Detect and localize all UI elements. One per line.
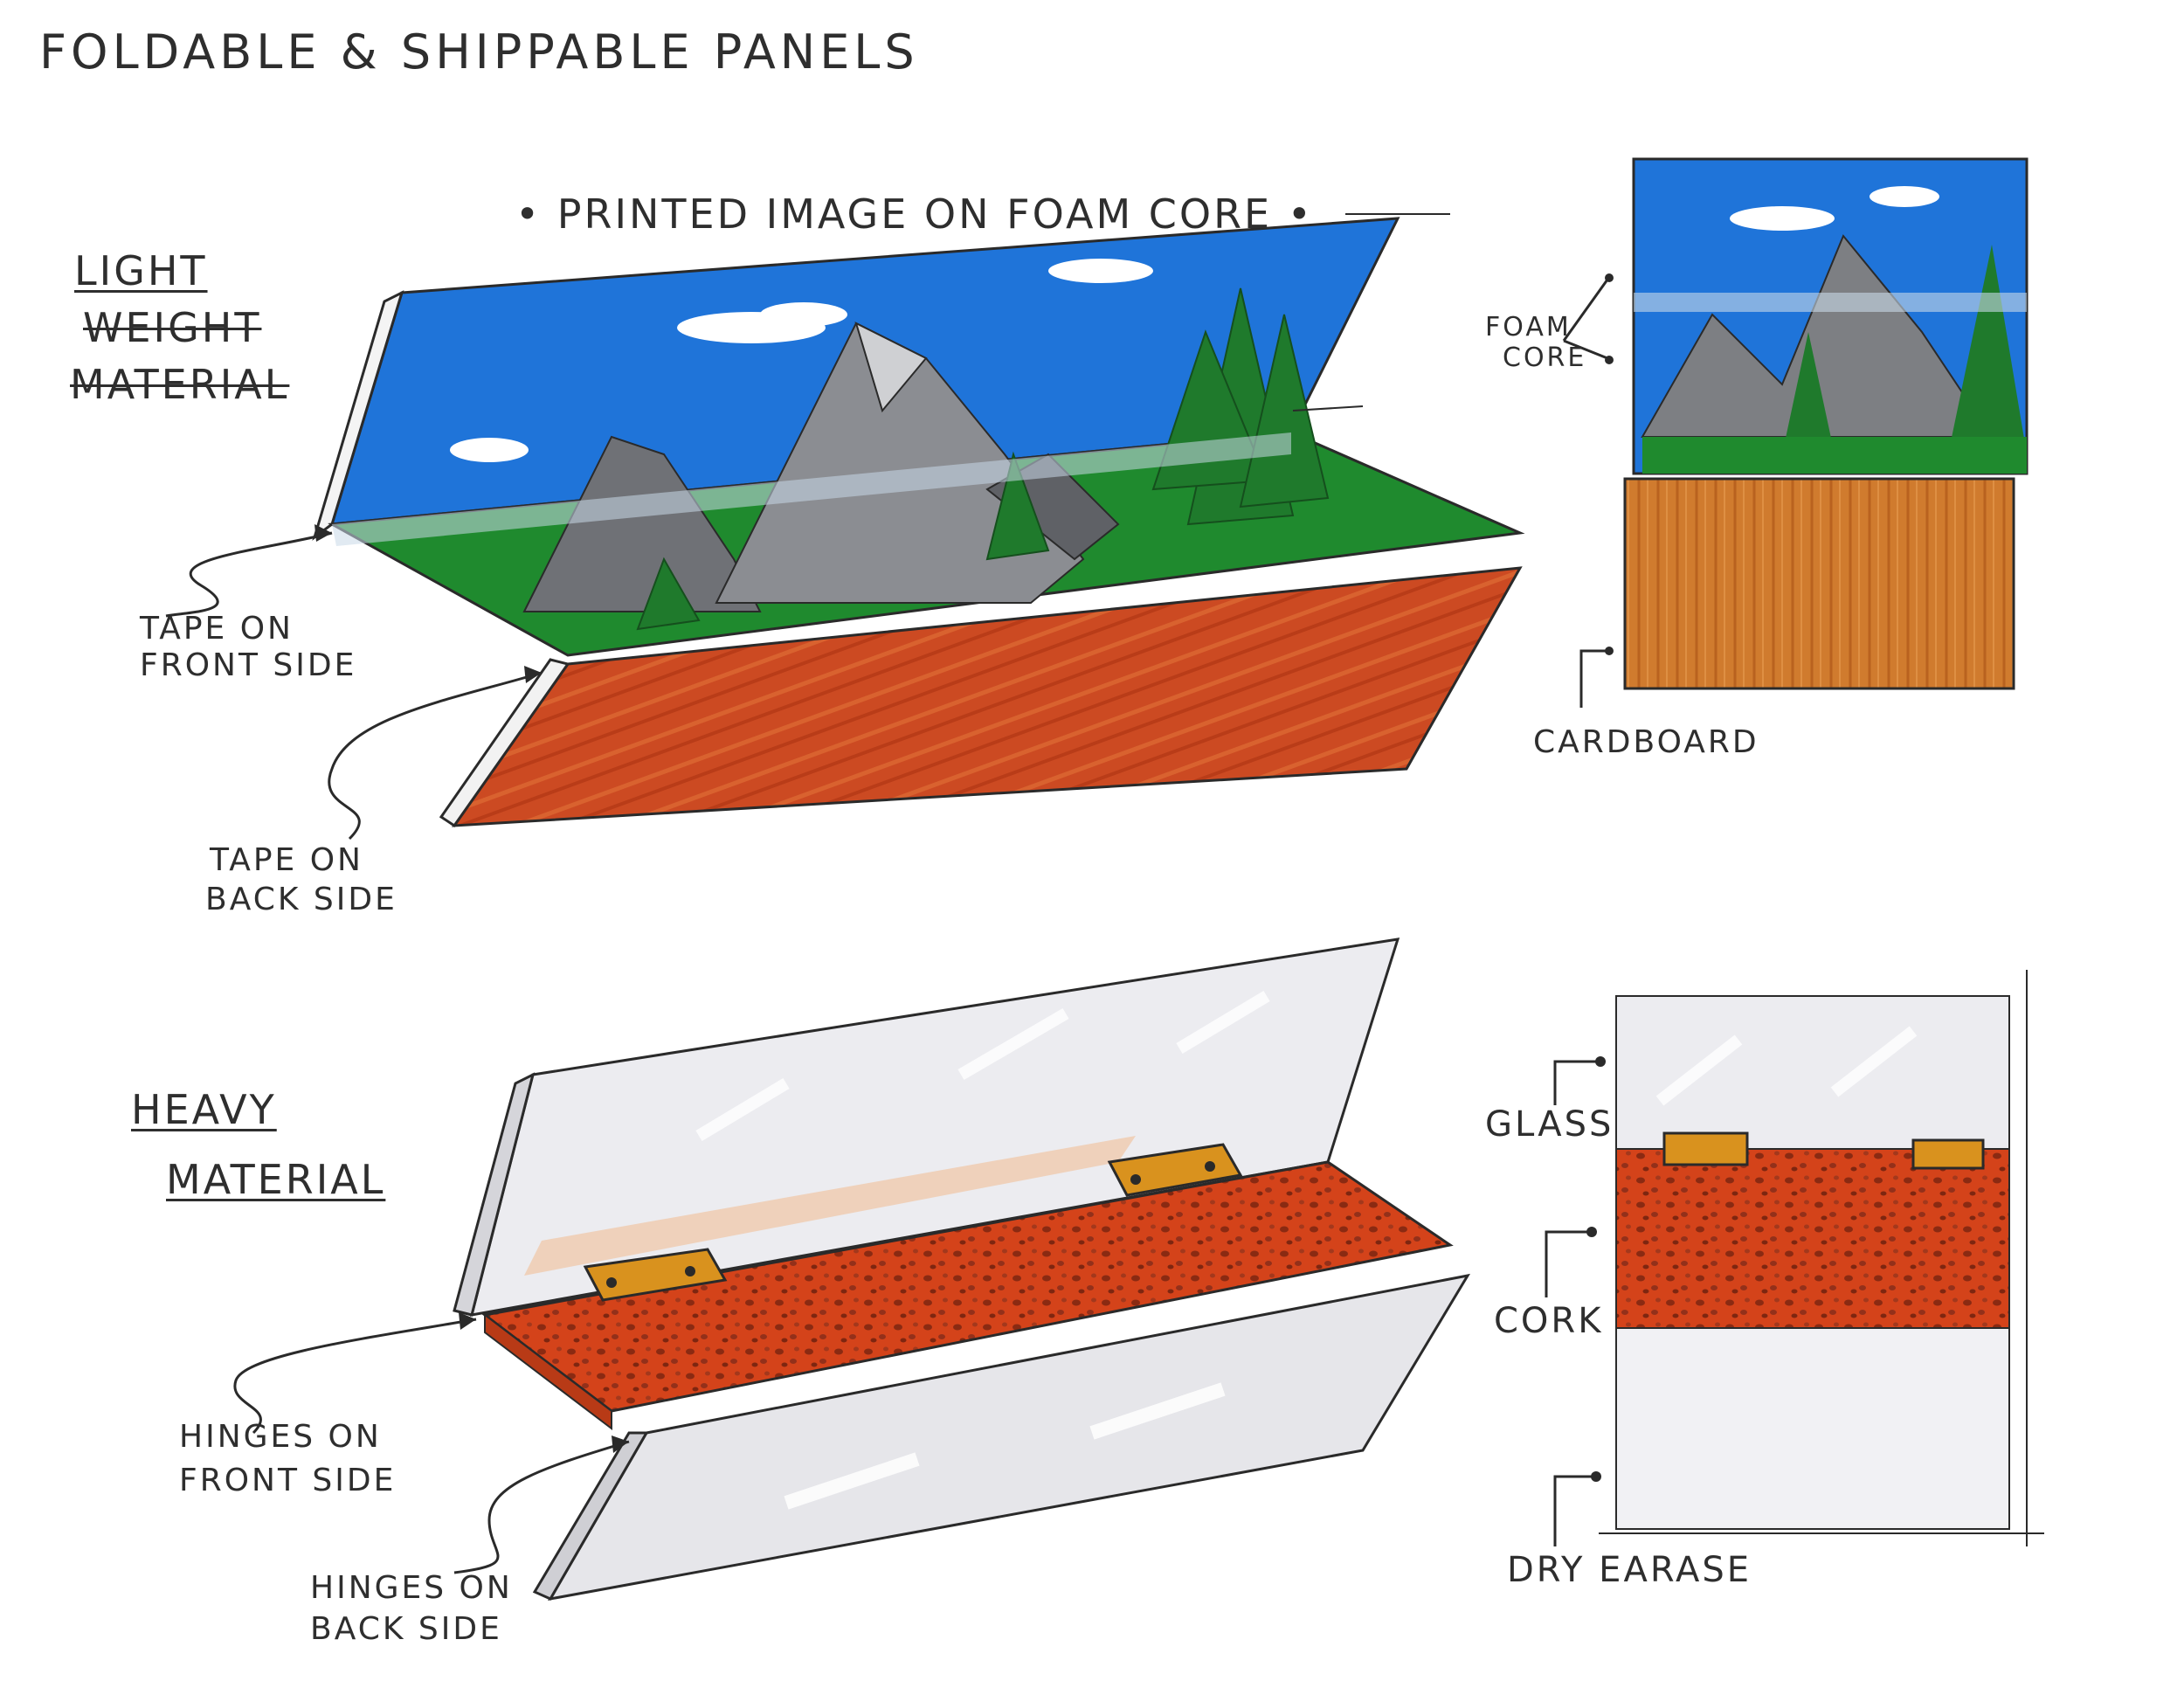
- callout-cork: Cork: [1494, 1302, 1603, 1340]
- callout-hinges-back-line: Back side: [310, 1612, 502, 1647]
- hinge-icon: [1664, 1133, 1747, 1165]
- callout-hinges-front-line: Hinges on: [179, 1420, 382, 1455]
- light-material-label-line: Weight: [83, 306, 261, 350]
- dry-erase-section: [1616, 1328, 2009, 1529]
- subtitle-printed-image: • Printed image on foam core •: [515, 192, 1314, 237]
- callout-tape-front-line: Front side: [140, 648, 356, 683]
- callout-dry-erase: Dry earase: [1507, 1551, 1752, 1589]
- callout-cardboard: Cardboard: [1533, 725, 1759, 760]
- light-material-label-line: Material: [70, 363, 289, 407]
- callout-line-hinges-front: [235, 1319, 476, 1433]
- page-title: Foldable & Shippable Panels: [39, 26, 919, 78]
- heavy-panel-illustration: [235, 939, 1468, 1599]
- callout-tape-back-line: Back side: [205, 882, 397, 917]
- light-material-label-line: Light: [74, 249, 208, 294]
- callout-line-cork: [1546, 1232, 1590, 1297]
- callout-hinges-back-line: Hinges on: [310, 1571, 513, 1606]
- callout-foam-core-line: Foam: [1485, 313, 1572, 342]
- callout-line-glass: [1555, 1062, 1599, 1105]
- callout-hinges-front-line: Front side: [179, 1463, 396, 1498]
- callout-line-dry-erase: [1555, 1477, 1594, 1546]
- cardboard-section: [1625, 479, 2014, 688]
- heavy-material-label-line: Material: [166, 1158, 385, 1202]
- callout-tape-front-line: Tape on: [140, 612, 294, 647]
- hinge-icon: [1913, 1140, 1983, 1168]
- callout-line-cardboard: [1581, 651, 1607, 708]
- light-panel-illustration: [166, 214, 1520, 839]
- callout-tape-back-line: Tape on: [210, 843, 363, 878]
- callout-line-tape-front: [166, 533, 332, 616]
- light-panel-flat-view: [1564, 159, 2027, 708]
- tape-strip: [1634, 293, 2027, 312]
- cork-section: [1616, 1149, 2009, 1328]
- heavy-material-label-line: Heavy: [131, 1088, 277, 1132]
- callout-glass: Glass: [1485, 1105, 1614, 1144]
- heavy-panel-flat-view: [1546, 970, 2044, 1546]
- callout-foam-core-line: Core: [1503, 343, 1586, 372]
